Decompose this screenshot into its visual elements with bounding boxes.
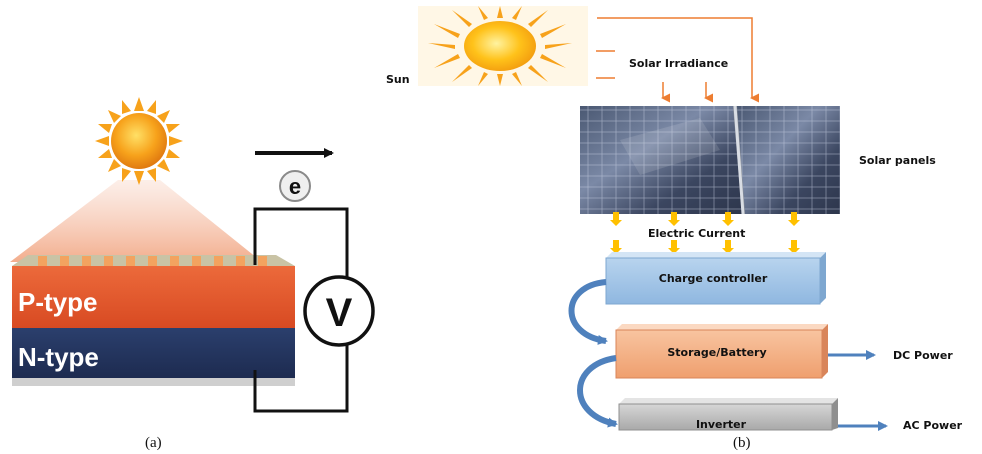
storage-battery-label: Storage/Battery: [667, 346, 766, 359]
sun-icon: [95, 97, 183, 185]
bottom-contact: [12, 378, 295, 386]
sun-icon-b: [428, 6, 572, 86]
irradiance-rays: [596, 17, 759, 103]
charge-controller-label: Charge controller: [659, 272, 768, 285]
panel-b-solar-system: Sun Solar Irradiance Solar panels: [386, 6, 963, 451]
charge-controller-box: Charge controller: [605, 252, 826, 305]
caption-b: (b): [733, 435, 751, 451]
electric-current-label: Electric Current: [648, 227, 745, 240]
dc-power-label: DC Power: [893, 349, 953, 362]
solar-irradiance-label: Solar Irradiance: [629, 57, 728, 70]
solar-panels-image: [580, 105, 840, 215]
circuit-wire-top: [253, 207, 349, 277]
electron-label: e: [289, 174, 301, 199]
n-type-layer: [12, 328, 295, 378]
storage-battery-box: Storage/Battery: [615, 324, 828, 379]
p-type-label: P-type: [18, 287, 97, 317]
panel-a-solar-cell: P-type N-type V e (a): [10, 97, 375, 451]
n-type-label: N-type: [18, 342, 99, 372]
light-beam: [10, 180, 262, 262]
inverter-label: Inverter: [696, 418, 747, 431]
solar-panels-label: Solar panels: [859, 154, 936, 167]
electron-badge: e: [279, 170, 311, 202]
p-type-layer: [12, 266, 295, 328]
circuit-wire-bottom: [253, 345, 349, 413]
electric-current-arrows: [610, 212, 800, 254]
inverter-box: Inverter: [618, 398, 838, 431]
voltmeter-label: V: [326, 291, 353, 335]
flow-arrow-controller-to-storage: [568, 279, 608, 345]
finger-electrodes: [38, 256, 267, 274]
flow-arrow-storage-to-inverter: [577, 355, 618, 428]
sun-label: Sun: [386, 73, 410, 86]
voltmeter: V: [303, 275, 375, 347]
caption-a: (a): [145, 435, 162, 451]
ac-power-label: AC Power: [903, 419, 963, 432]
